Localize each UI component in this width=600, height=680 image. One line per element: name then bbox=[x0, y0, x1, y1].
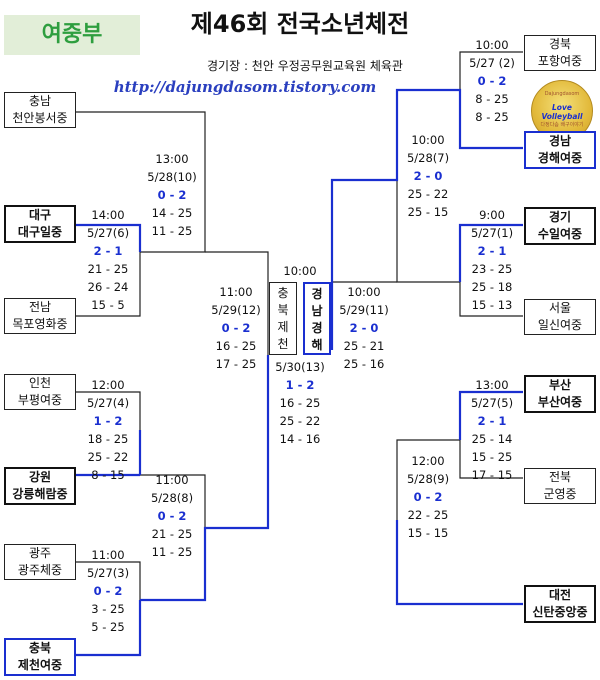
team-region: 경기 bbox=[548, 210, 572, 224]
match-11: 10:00 5/29(11) 2 - 0 25 - 21 25 - 16 bbox=[339, 285, 389, 371]
team-region: 강원 bbox=[28, 470, 52, 484]
blog-url-link[interactable]: http://dajungdasom.tistory.com bbox=[113, 78, 377, 96]
match-9: 12:00 5/28(9) 0 - 2 22 - 25 15 - 15 bbox=[406, 454, 450, 540]
team-region: 대구 bbox=[28, 208, 52, 222]
team-region: 전북 bbox=[548, 470, 572, 484]
team-region: 경남 bbox=[548, 134, 572, 148]
match-5: 13:00 5/27(5) 2 - 1 25 - 14 15 - 25 17 -… bbox=[470, 378, 514, 482]
match-8: 11:00 5/28(8) 0 - 2 21 - 25 11 - 25 bbox=[150, 473, 194, 559]
team-gangwon: 강원 강릉해람중 bbox=[4, 467, 76, 505]
team-region: 충남 bbox=[28, 94, 52, 108]
team-gyeonggi: 경기 수일여중 bbox=[524, 207, 596, 245]
team-school: 부산여중 bbox=[537, 395, 583, 409]
team-jeonnam: 전남 목포영화중 bbox=[4, 298, 76, 334]
match-4: 12:00 5/27(4) 1 - 2 18 - 25 25 - 22 8 - … bbox=[86, 378, 130, 482]
team-gwangju: 광주 광주체중 bbox=[4, 544, 76, 580]
venue-text: 경기장 : 천안 우정공무원교육원 체육관 bbox=[207, 59, 403, 73]
team-school: 신탄중앙중 bbox=[532, 605, 588, 619]
team-region: 충북 bbox=[28, 641, 52, 655]
match-13-time: 10:00 bbox=[283, 264, 317, 278]
final-team-left: 충 북 제 천 bbox=[269, 282, 297, 355]
team-school: 목포영화중 bbox=[12, 317, 68, 331]
team-region: 대전 bbox=[548, 588, 572, 602]
team-school: 광주체중 bbox=[17, 563, 63, 577]
match-7: 10:00 5/28(7) 2 - 0 25 - 22 25 - 15 bbox=[406, 133, 450, 219]
match-13: 5/30(13) 1 - 2 16 - 25 25 - 22 14 - 16 bbox=[275, 360, 325, 446]
match-12: 11:00 5/29(12) 0 - 2 16 - 25 17 - 25 bbox=[211, 285, 261, 371]
team-region: 부산 bbox=[548, 378, 572, 392]
team-school: 경해여중 bbox=[537, 151, 583, 165]
team-school: 강릉해람중 bbox=[12, 487, 68, 501]
team-region: 서울 bbox=[548, 301, 572, 315]
division-label: 여중부 bbox=[4, 15, 140, 55]
team-jeonbuk: 전북 군영중 bbox=[524, 468, 596, 504]
team-gyeongbuk: 경북 포항여중 bbox=[524, 35, 596, 71]
match-2: 10:00 5/27 (2) 0 - 2 8 - 25 8 - 25 bbox=[469, 38, 515, 124]
team-region: 광주 bbox=[28, 546, 52, 560]
team-region: 전남 bbox=[28, 300, 52, 314]
team-school: 제천여중 bbox=[17, 658, 63, 672]
team-daegu: 대구 대구일중 bbox=[4, 205, 76, 243]
team-region: 인천 bbox=[28, 376, 52, 390]
team-school: 천안봉서중 bbox=[12, 111, 68, 125]
match-3: 11:00 5/27(3) 0 - 2 3 - 25 5 - 25 bbox=[86, 548, 130, 634]
page-title: 제46회 전국소년체전 bbox=[190, 10, 410, 38]
team-school: 수일여중 bbox=[537, 227, 583, 241]
match-6: 14:00 5/27(6) 2 - 1 21 - 25 26 - 24 15 -… bbox=[86, 208, 130, 312]
match-1: 9:00 5/27(1) 2 - 1 23 - 25 25 - 18 15 - … bbox=[470, 208, 514, 312]
match-10: 13:00 5/28(10) 0 - 2 14 - 25 11 - 25 bbox=[147, 152, 197, 238]
team-daejeon: 대전 신탄중앙중 bbox=[524, 585, 596, 623]
team-chungnam: 충남 천안봉서중 bbox=[4, 92, 76, 128]
team-school: 일신여중 bbox=[537, 318, 583, 332]
team-chungbuk: 충북 제천여중 bbox=[4, 638, 76, 676]
team-incheon: 인천 부평여중 bbox=[4, 374, 76, 410]
final-team-right: 경 남 경 해 bbox=[303, 282, 331, 355]
team-gyeongnam: 경남 경해여중 bbox=[524, 131, 596, 169]
team-busan: 부산 부산여중 bbox=[524, 375, 596, 413]
team-region: 경북 bbox=[548, 37, 572, 51]
team-school: 부평여중 bbox=[17, 393, 63, 407]
team-school: 군영중 bbox=[543, 487, 577, 501]
team-school: 대구일중 bbox=[17, 225, 63, 239]
team-seoul: 서울 일신여중 bbox=[524, 299, 596, 335]
team-school: 포항여중 bbox=[537, 54, 583, 68]
